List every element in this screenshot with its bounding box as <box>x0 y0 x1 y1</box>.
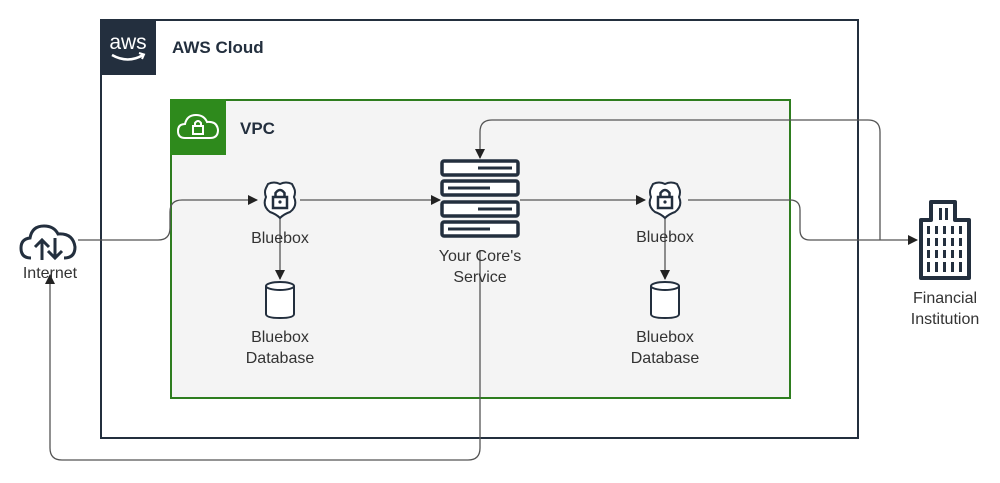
connector-bluebox-right-to-financial <box>688 199 918 245</box>
bluebox-db-left-label-line2: Database <box>245 350 315 367</box>
connector-internet-to-bluebox <box>78 195 258 241</box>
internet-icon <box>18 220 78 269</box>
bluebox-left-shield-lock-icon <box>260 180 300 225</box>
connector-service-to-internet <box>45 250 481 461</box>
financial-institution-label-line1: Financial <box>912 290 978 307</box>
internet-label: Internet <box>22 265 78 282</box>
financial-institution-label-line2: Institution <box>910 311 980 328</box>
vpc-title: VPC <box>240 119 275 138</box>
core-service-label-line2: Service <box>453 269 507 286</box>
bluebox-right-shield-lock-icon <box>645 180 685 225</box>
bluebox-db-left-database-icon <box>264 280 296 325</box>
svg-text:aws: aws <box>109 31 146 54</box>
vpc-cloud-lock-icon <box>170 99 226 155</box>
core-service-label: Your Core's Service <box>420 246 540 288</box>
core-service-server-rack-icon <box>440 159 520 244</box>
financial-institution-building-icon <box>919 200 971 285</box>
bluebox-db-right-database-icon <box>649 280 681 325</box>
bluebox-left-label: Bluebox <box>251 230 309 247</box>
bluebox-db-right-label: Bluebox Database <box>615 327 715 369</box>
bluebox-db-right-label-line1: Bluebox <box>636 329 694 346</box>
bluebox-db-left-label: Bluebox Database <box>230 327 330 369</box>
aws-logo-icon: aws <box>100 19 156 75</box>
financial-institution-label: Financial Institution <box>895 288 995 330</box>
bluebox-right-label: Bluebox <box>636 229 694 246</box>
aws-cloud-title: AWS Cloud <box>172 38 264 57</box>
bluebox-db-left-label-line1: Bluebox <box>251 329 309 346</box>
bluebox-db-right-label-line2: Database <box>630 350 700 367</box>
core-service-label-line1: Your Core's <box>438 248 522 265</box>
connector-financial-to-service <box>475 119 881 240</box>
